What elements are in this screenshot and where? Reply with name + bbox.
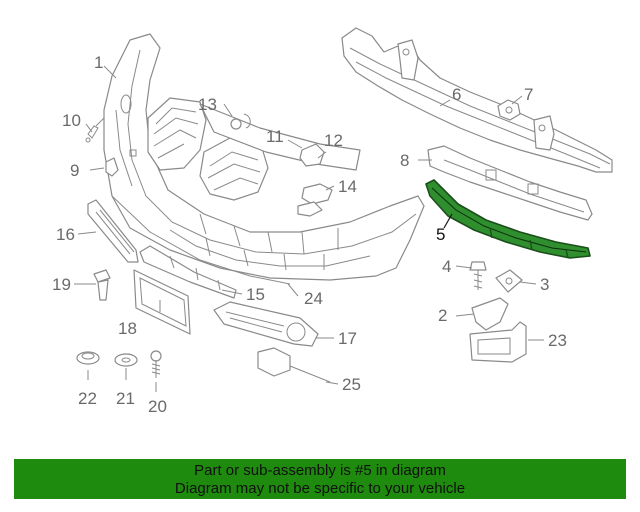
callout-14: 14 <box>338 177 357 196</box>
callout-8: 8 <box>400 151 409 170</box>
callout-4: 4 <box>442 257 451 276</box>
callout-1: 1 <box>94 53 103 72</box>
callout-23: 23 <box>548 331 567 350</box>
callout-6: 6 <box>452 85 461 104</box>
parts-diagram: 1 2 3 4 5 6 7 8 9 10 11 12 13 14 15 16 1… <box>52 27 613 416</box>
callout-5: 5 <box>436 225 445 244</box>
part-13-clip <box>230 113 251 130</box>
part-21-washer <box>114 353 138 367</box>
leader-lines <box>74 65 544 392</box>
part-6-bumper-carrier <box>341 27 613 173</box>
part-25-connector <box>257 347 331 383</box>
part-10-wire-bracket <box>85 117 105 143</box>
part-16-side-grille <box>87 199 139 263</box>
part-18-plate-bracket <box>133 269 191 335</box>
callout-10: 10 <box>62 111 81 130</box>
part-8-energy-absorber <box>427 145 593 221</box>
highlight-banner: Part or sub-assembly is #5 in diagram Di… <box>14 459 626 499</box>
callout-labels: 1 2 3 4 5 6 7 8 9 10 11 12 13 14 15 16 1… <box>52 53 567 416</box>
part-20-screw <box>150 350 162 378</box>
callout-13: 13 <box>198 95 217 114</box>
part-14-cover <box>297 183 333 217</box>
part-17-fog-grille <box>213 301 319 347</box>
part-2-bracket <box>471 297 509 331</box>
banner-line-1: Part or sub-assembly is #5 in diagram <box>194 462 446 479</box>
part-22-grommet <box>76 351 100 365</box>
callout-17: 17 <box>338 329 357 348</box>
callout-22: 22 <box>78 389 97 408</box>
callout-21: 21 <box>116 389 135 408</box>
part-3-clip-nut <box>495 269 523 293</box>
part-12-cover <box>299 143 325 167</box>
part-24-trim-strip <box>111 195 291 285</box>
callout-19: 19 <box>52 275 71 294</box>
callout-20: 20 <box>148 397 167 416</box>
callout-3: 3 <box>540 275 549 294</box>
callout-18: 18 <box>118 319 137 338</box>
part-4-bolt <box>469 261 487 290</box>
callout-25: 25 <box>342 375 361 394</box>
banner-line-2: Diagram may not be specific to your vehi… <box>174 480 466 497</box>
callout-15: 15 <box>246 285 265 304</box>
callout-16: 16 <box>56 225 75 244</box>
callout-11: 11 <box>266 127 284 146</box>
callout-24: 24 <box>304 289 323 308</box>
callout-12: 12 <box>324 131 343 150</box>
part-9-clip <box>105 157 119 177</box>
part-7-nut <box>497 99 521 121</box>
callout-7: 7 <box>524 85 533 104</box>
callout-2: 2 <box>438 306 447 325</box>
part-19-push-pin <box>93 269 111 301</box>
callout-9: 9 <box>70 161 79 180</box>
part-23-air-duct <box>469 321 527 363</box>
part-1-bumper-cover <box>103 33 425 281</box>
part-15-strip <box>139 245 237 299</box>
part-5-reinforcement-strip <box>425 179 591 259</box>
